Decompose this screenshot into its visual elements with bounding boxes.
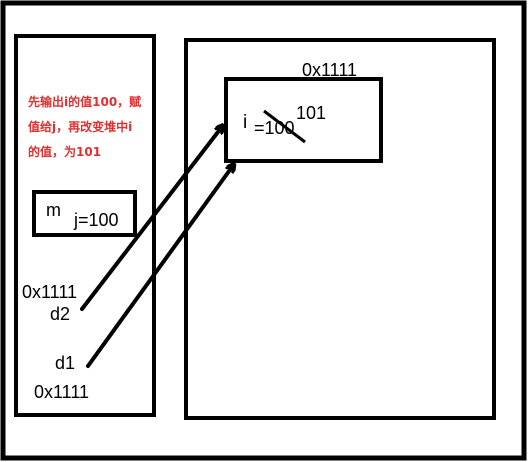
- d2-reference-arrow: [80, 128, 221, 311]
- var-m-box: [32, 190, 137, 237]
- heap-field-new-value: 101: [296, 103, 327, 123]
- stack-region: [14, 34, 156, 417]
- heap-object-box: [224, 77, 383, 163]
- heap-object-address: 0x1111: [302, 60, 358, 80]
- heap-field-old-value: =100: [254, 118, 295, 138]
- d1-address: 0x1111: [34, 382, 90, 402]
- d2-address: 0x1111: [22, 282, 78, 302]
- d1-reference-arrow: [86, 167, 232, 368]
- heap-field-name: i: [243, 112, 248, 133]
- d2-name: d2: [50, 304, 71, 324]
- note-line-1: 先输出i的值100，赋: [28, 95, 142, 109]
- note-line-2: 值给j，再改变堆中i: [28, 120, 133, 134]
- heap-region: [184, 38, 496, 420]
- d1-name: d1: [55, 353, 76, 373]
- strike-line: [263, 109, 306, 144]
- var-m-field: j=100: [74, 210, 119, 230]
- var-m-name: m: [46, 200, 61, 220]
- note-line-3: 的值，为101: [28, 145, 102, 159]
